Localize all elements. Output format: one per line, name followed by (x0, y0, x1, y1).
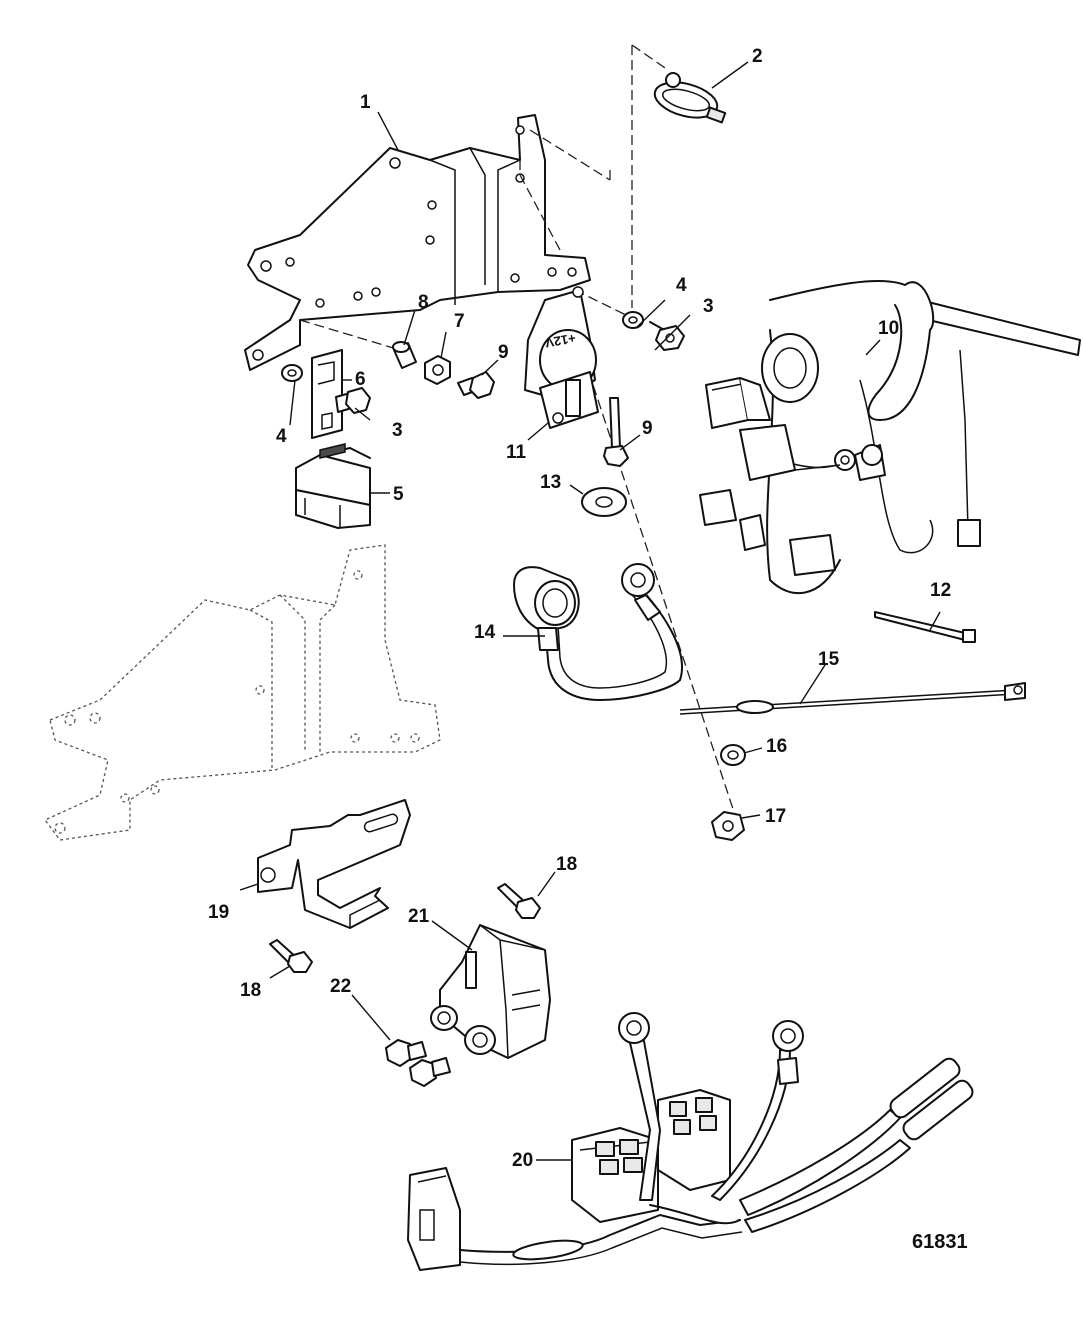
nut-17 (711, 811, 745, 841)
retaining-clip (311, 349, 343, 439)
solenoid: +12V (524, 286, 599, 429)
callout-5: 5 (393, 484, 404, 505)
battery-cable (513, 563, 683, 701)
callout-7: 7 (454, 311, 465, 332)
callout-2: 2 (752, 46, 763, 67)
callout-10: 10 (878, 318, 899, 339)
callout-12: 12 (930, 580, 951, 601)
callout-9-right: 9 (642, 418, 653, 439)
screw-18-upper (497, 883, 541, 919)
trim-relay (430, 924, 551, 1059)
callout-6: 6 (355, 369, 366, 390)
callout-18-upper: 18 (556, 854, 577, 875)
spacer (392, 341, 417, 369)
callout-9-left: 9 (498, 342, 509, 363)
washer-lower (281, 364, 303, 382)
callout-4-lower: 4 (276, 426, 287, 447)
relay-harness (407, 1012, 974, 1271)
callout-21: 21 (408, 906, 430, 927)
callout-17: 17 (765, 806, 786, 827)
mounting-bracket (244, 114, 591, 371)
callout-1: 1 (360, 92, 371, 113)
callout-18-lower: 18 (240, 980, 261, 1001)
fuse-wire (679, 682, 1026, 715)
hose-clamp (653, 72, 727, 124)
figure-reference-number: 61831 (912, 1231, 968, 1253)
wiring-harness (699, 280, 1081, 594)
screw-lower (335, 387, 371, 414)
callout-11: 11 (506, 442, 527, 463)
solenoid-marking: +12V (544, 331, 577, 351)
callout-4-upper: 4 (676, 275, 687, 296)
large-washer (581, 487, 627, 517)
callout-3-lower: 3 (392, 420, 403, 441)
screw-9-right (603, 397, 629, 467)
cable-tie (874, 611, 976, 643)
callout-20: 20 (512, 1150, 533, 1171)
screw-upper (649, 321, 685, 351)
callout-13: 13 (540, 472, 561, 493)
relay (295, 443, 371, 529)
callout-3-upper: 3 (703, 296, 714, 317)
washer-16 (720, 744, 746, 766)
nut-7 (424, 355, 451, 385)
callout-14: 14 (474, 622, 496, 643)
callout-labels: 1 2 3 3 4 4 5 6 7 8 9 9 10 11 12 13 14 1… (208, 46, 951, 1171)
ghost-bracket-outline (43, 544, 441, 841)
leader-lines (239, 61, 941, 1161)
callout-16: 16 (766, 736, 787, 757)
callout-8: 8 (418, 292, 429, 313)
screw-18-lower (269, 939, 313, 973)
callout-19: 19 (208, 902, 229, 923)
screw-9-left (457, 371, 495, 399)
callout-22: 22 (330, 976, 351, 997)
callout-15: 15 (818, 649, 840, 670)
washer-upper (622, 311, 644, 329)
relay-bracket (257, 799, 411, 929)
terminal-screws (385, 1039, 451, 1087)
